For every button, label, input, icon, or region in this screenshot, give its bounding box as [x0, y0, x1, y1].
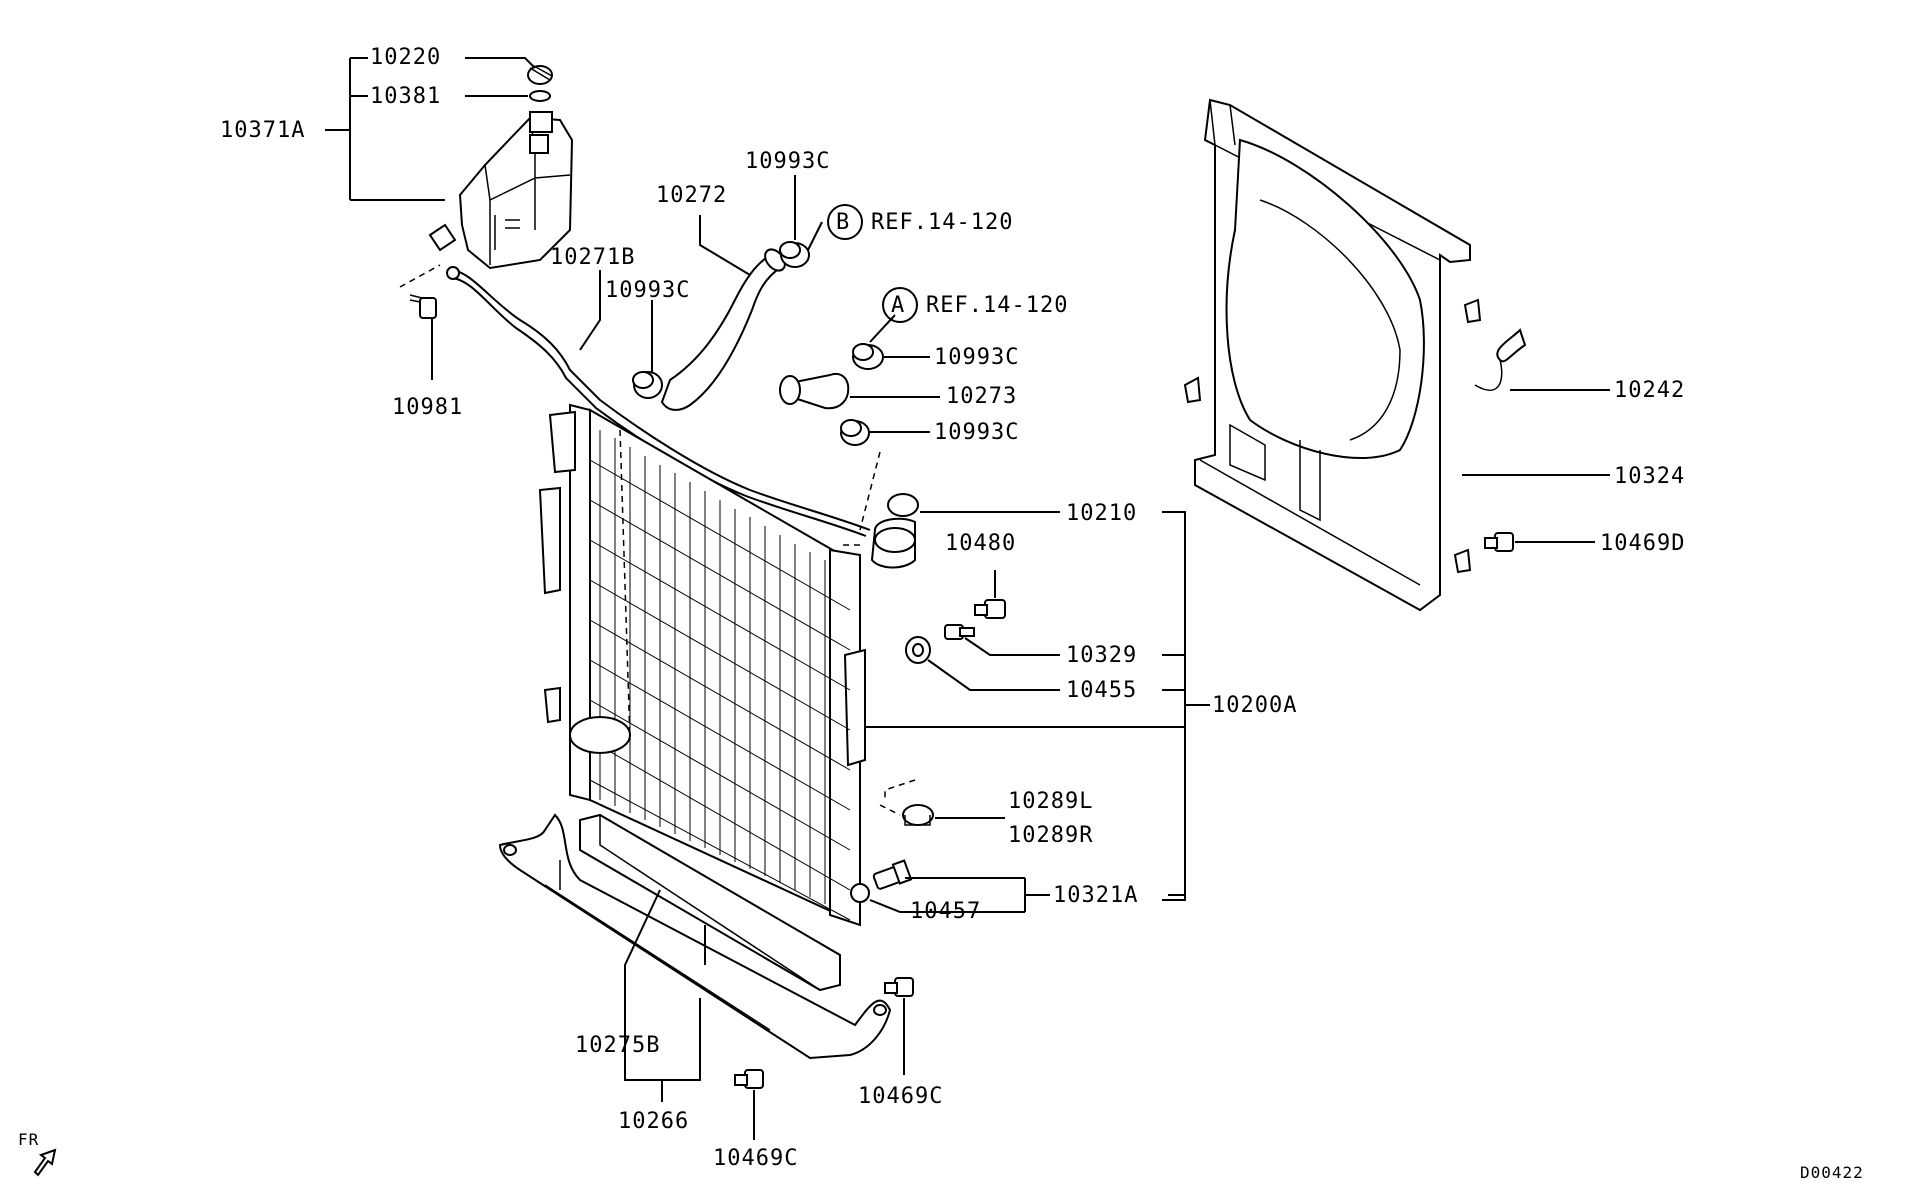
label-10981: 10981 [392, 395, 463, 420]
ref-a-letter: A [891, 293, 905, 318]
ref-b-circle [827, 204, 863, 240]
label-10381: 10381 [370, 84, 441, 109]
fr-arrow [33, 1148, 57, 1177]
harness-10242 [1474, 328, 1527, 391]
clamp-low [840, 419, 870, 446]
label-10469c-right: 10469C [858, 1084, 943, 1109]
ref-a-circle [882, 287, 918, 323]
pin-10329 [944, 624, 975, 640]
clamp-top [779, 241, 810, 268]
lower-hose [779, 372, 850, 410]
bolt-10469c-bottom [734, 1069, 764, 1089]
drain-oring [850, 883, 870, 903]
label-10210: 10210 [1066, 501, 1137, 526]
bolt-10480 [974, 599, 1006, 619]
label-10993c-mid: 10993C [934, 345, 1019, 370]
lower-seal [579, 813, 841, 992]
ref-b-letter: B [836, 210, 850, 235]
reservoir-cap [527, 65, 553, 85]
grommet-10289 [902, 804, 934, 826]
label-10220: 10220 [370, 45, 441, 70]
radiator [538, 403, 916, 927]
label-10275b: 10275B [575, 1033, 660, 1058]
label-10271b: 10271B [550, 245, 635, 270]
label-10289r: 10289R [1008, 823, 1093, 848]
fr-label: FR [18, 1130, 39, 1149]
label-10993c-left: 10993C [605, 278, 690, 303]
label-10200a: 10200A [1212, 693, 1297, 718]
label-10289l: 10289L [1008, 789, 1093, 814]
bolt-10469c-right [884, 977, 914, 997]
lower-support [498, 813, 892, 1060]
label-ref-a: REF.14-120 [926, 293, 1068, 318]
label-10469d: 10469D [1600, 531, 1685, 556]
label-10993c-low: 10993C [934, 420, 1019, 445]
diagram-id: D00422 [1800, 1163, 1864, 1182]
label-10371a: 10371A [220, 118, 305, 143]
radiator-cap [887, 493, 919, 517]
bolt-10469d [1484, 532, 1514, 552]
reservoir-tank [428, 111, 574, 270]
label-10993c-top: 10993C [745, 149, 830, 174]
label-10480: 10480 [945, 531, 1016, 556]
label-10469c-bottom: 10469C [713, 1146, 798, 1171]
label-10266: 10266 [618, 1109, 689, 1134]
upper-hose [660, 248, 786, 411]
clamp-left [632, 371, 663, 399]
label-10457: 10457 [910, 899, 981, 924]
label-10321a: 10321A [1053, 883, 1138, 908]
fan-shroud [1183, 98, 1482, 612]
bushing-10455 [905, 636, 931, 664]
bolt-10981 [409, 294, 437, 319]
label-ref-b: REF.14-120 [871, 210, 1013, 235]
label-10242: 10242 [1614, 378, 1685, 403]
label-10455: 10455 [1066, 678, 1137, 703]
label-10272: 10272 [656, 183, 727, 208]
clamp-mid [852, 343, 884, 370]
label-10329: 10329 [1066, 643, 1137, 668]
drain-cock [872, 859, 913, 890]
o-ring [529, 90, 551, 102]
label-10273: 10273 [946, 384, 1017, 409]
label-10324: 10324 [1614, 464, 1685, 489]
